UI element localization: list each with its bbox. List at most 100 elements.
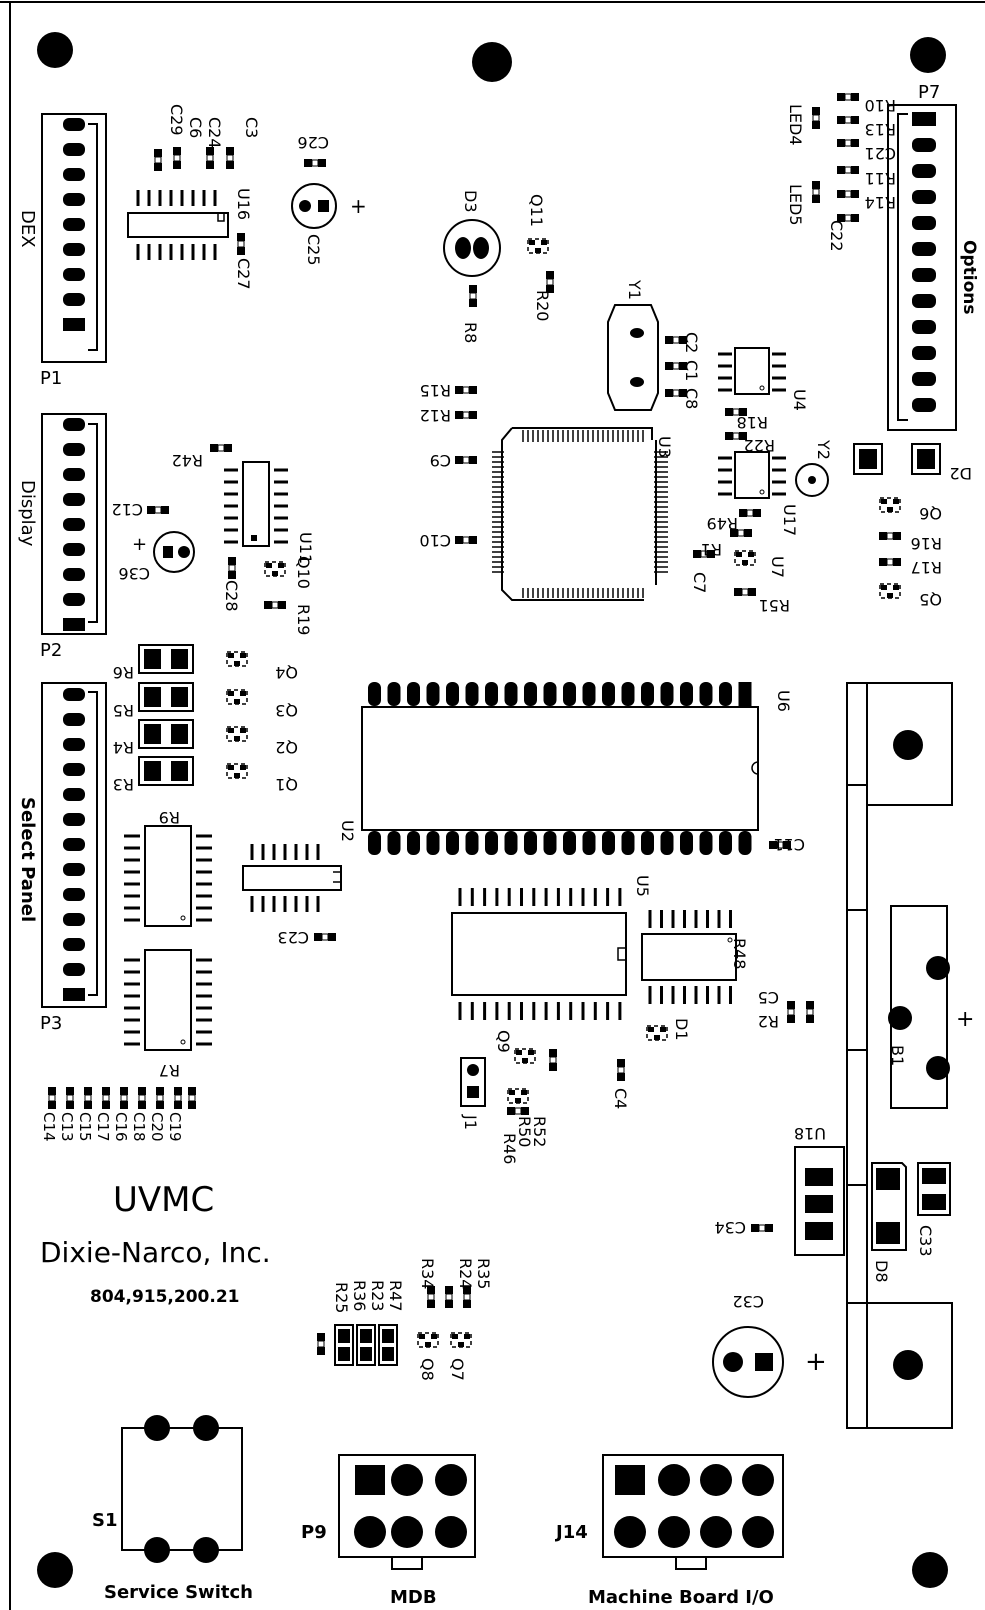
rnet-r7 — [124, 949, 212, 1051]
c13-label: C13 — [58, 1112, 76, 1142]
q6-label: Q6 — [919, 504, 942, 523]
r7-label: R7 — [159, 1061, 180, 1080]
j1-ref: J1 — [461, 1114, 480, 1130]
ic-r48 — [641, 910, 737, 1004]
cap-c32 — [712, 1326, 784, 1398]
c27-label: C27 — [234, 258, 253, 290]
r8-label: R8 — [461, 322, 480, 343]
jumper-j1 — [460, 1057, 486, 1107]
cap-c36 — [153, 531, 195, 573]
connector-p1 — [41, 113, 107, 363]
p1-ref: P1 — [40, 368, 62, 389]
r3-label: R3 — [113, 775, 134, 794]
c23-label: C23 — [277, 928, 309, 947]
c8-label: C8 — [682, 388, 701, 409]
r42-label: R42 — [172, 451, 203, 470]
p3-ref: P3 — [40, 1013, 62, 1034]
r50-label: R50 — [515, 1116, 534, 1147]
p3-name: Select Panel — [17, 797, 38, 922]
ic-u6 — [361, 682, 759, 855]
c24-label: C24 — [205, 117, 224, 149]
u18-label: U18 — [794, 1124, 826, 1143]
c19-label: C19 — [166, 1112, 184, 1142]
c33-label: C33 — [916, 1225, 935, 1257]
q2-label: Q2 — [275, 738, 298, 757]
c3-label: C3 — [242, 117, 261, 138]
cap-row — [47, 1086, 197, 1110]
u7-label: U7 — [768, 556, 787, 578]
j14-name: Machine Board I/O — [588, 1587, 774, 1608]
c16-label: C16 — [112, 1112, 130, 1142]
q11-label: Q11 — [527, 194, 546, 227]
connector-p7 — [887, 104, 957, 431]
c20-label: C20 — [148, 1112, 166, 1142]
c6-label: C6 — [186, 117, 205, 138]
s1-name: Service Switch — [104, 1582, 253, 1603]
cap-c33 — [917, 1162, 951, 1216]
r5-label: R5 — [113, 701, 134, 720]
d3-label: D3 — [461, 190, 480, 213]
r2-label: R2 — [758, 1012, 779, 1031]
r4-label: R4 — [113, 738, 134, 757]
r52-label: R52 — [530, 1116, 549, 1147]
ic-u4 — [718, 347, 786, 395]
ic-u5 — [451, 888, 627, 1020]
c7-label: C7 — [690, 572, 709, 593]
b1-label: B1 — [888, 1045, 907, 1066]
r14-label: R14 — [865, 193, 896, 212]
d2-label: D2 — [950, 464, 973, 483]
crystal-y2 — [795, 463, 829, 497]
c15-label: C15 — [76, 1112, 94, 1142]
u2-label: U2 — [338, 820, 357, 842]
c9-label: C9 — [430, 451, 451, 470]
u17-label: U17 — [780, 504, 799, 536]
c25-label: C25 — [304, 234, 323, 266]
r49-label: R49 — [707, 514, 738, 533]
r23-label: R23 — [368, 1280, 387, 1311]
res-cluster — [316, 1285, 472, 1366]
r36-label: R36 — [350, 1280, 369, 1311]
s1-ref: S1 — [92, 1510, 118, 1531]
connector-j14 — [602, 1454, 784, 1570]
heatsink-frame — [846, 682, 953, 1429]
q9-label: Q9 — [494, 1030, 513, 1053]
r16-label: R16 — [911, 534, 942, 553]
c14-label: C14 — [40, 1112, 58, 1142]
r34-label: R34 — [418, 1258, 437, 1289]
q3-label: Q3 — [275, 701, 298, 720]
r12-label: R12 — [420, 406, 451, 425]
connector-p9 — [338, 1454, 476, 1570]
ic-u11 — [224, 461, 288, 547]
r20-label: R20 — [533, 290, 552, 321]
c32-plus: + — [805, 1347, 827, 1377]
diode-d2 — [853, 443, 941, 475]
led5-label: LED5 — [786, 184, 805, 226]
ic-u17 — [718, 451, 786, 499]
r35-label: R35 — [474, 1258, 493, 1289]
c1-label: C1 — [682, 360, 701, 381]
switch-s1 — [121, 1415, 243, 1563]
p9-name: MDB — [390, 1587, 437, 1608]
r46-label: R46 — [500, 1133, 519, 1164]
j14-ref: J14 — [554, 1522, 588, 1543]
ic-u16 — [127, 190, 229, 260]
r19-label: R19 — [294, 604, 313, 635]
c34-label: C34 — [714, 1218, 746, 1237]
r47-label: R47 — [386, 1280, 405, 1311]
q5-label: Q5 — [919, 590, 942, 609]
c10-label: C10 — [419, 531, 451, 550]
c26-label: C26 — [297, 133, 329, 152]
c17-label: C17 — [94, 1112, 112, 1142]
c29-label: C29 — [167, 104, 186, 136]
r48-label: R48 — [730, 938, 749, 969]
c5-label: C5 — [758, 988, 779, 1007]
c2-label: C2 — [682, 332, 701, 353]
r6-label: R6 — [113, 663, 134, 682]
led4-label: LED4 — [786, 104, 805, 146]
r1-label: R1 — [701, 540, 722, 559]
c21-label: C21 — [864, 144, 896, 163]
r13-label: R13 — [865, 120, 896, 139]
r18-label: R18 — [737, 413, 768, 432]
